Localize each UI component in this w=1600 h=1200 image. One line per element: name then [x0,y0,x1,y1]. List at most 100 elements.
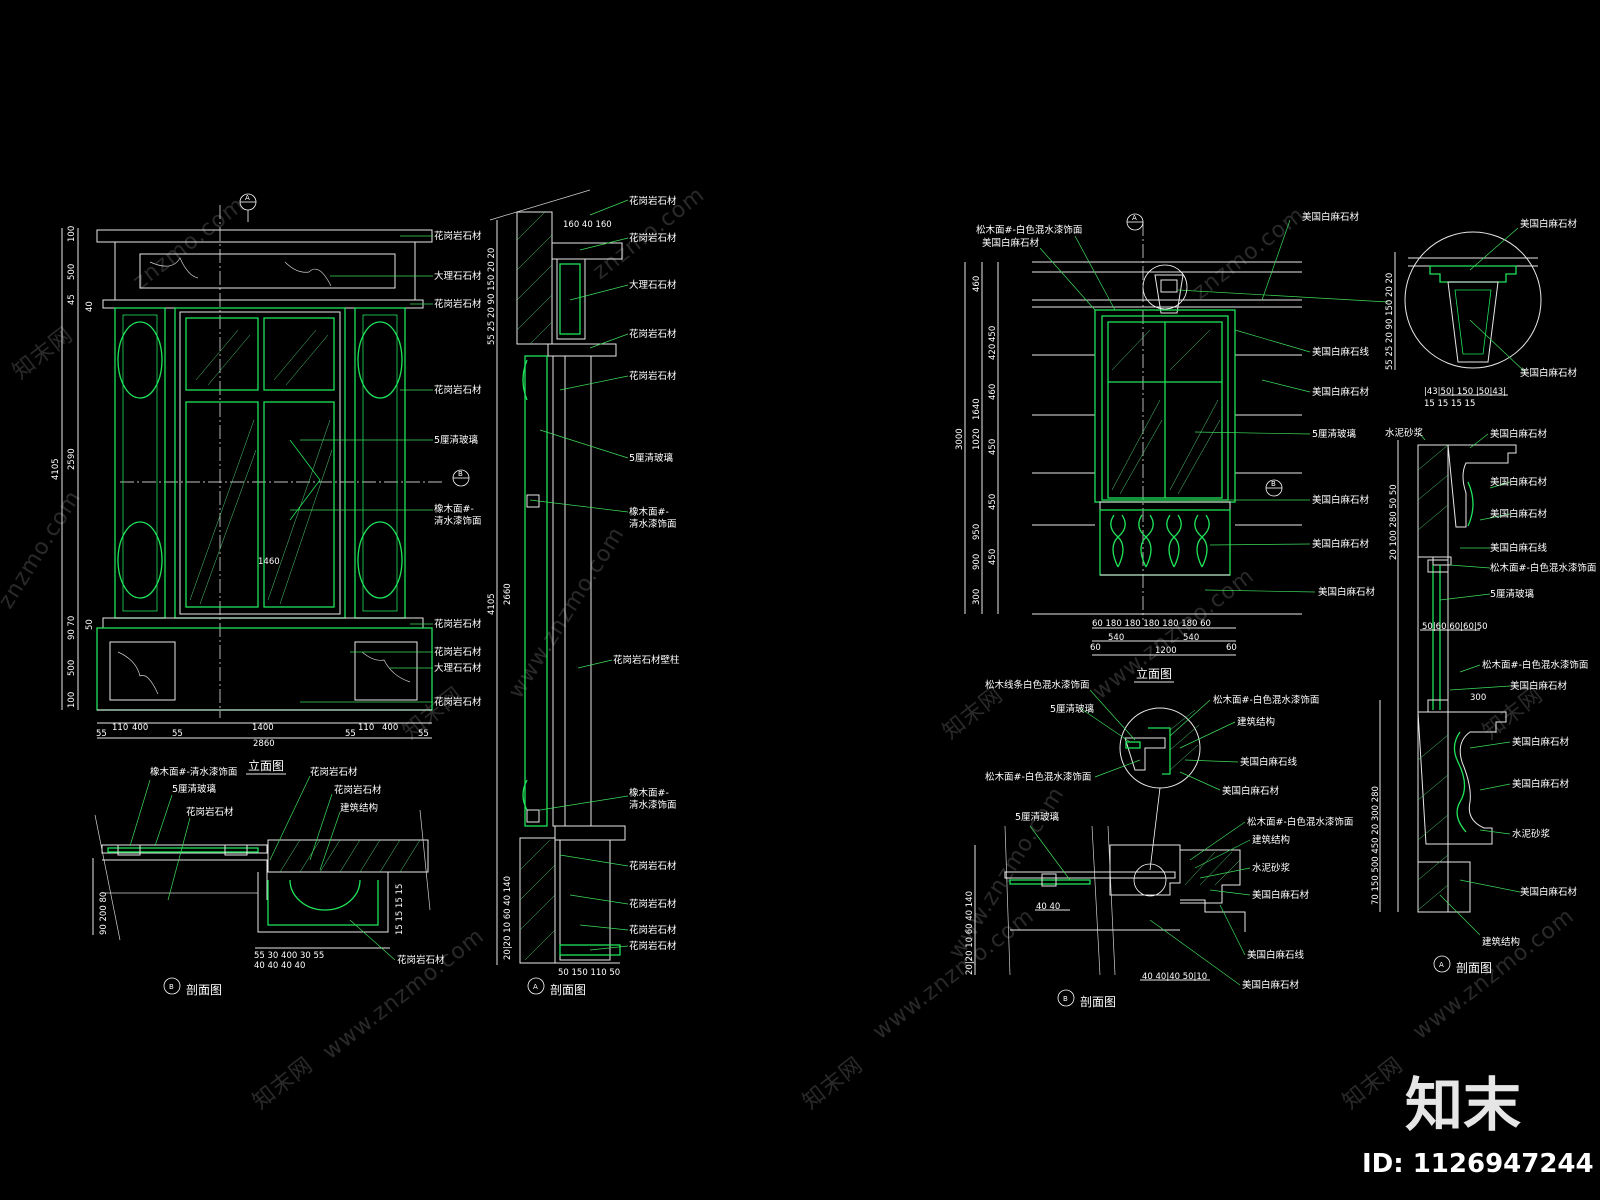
rseca-label-cement-2: 水泥砂浆 [1512,828,1551,840]
watermark-url-1: www.znzmo.com [504,522,630,703]
watermark-cn-5: 知末网 [248,1053,318,1115]
elev-label-granite-2: 花岗岩石材 [434,298,482,310]
asset-id: ID: 1126947244 [1362,1149,1594,1179]
watermark-cn-3: 知末网 [938,683,1008,745]
watermark-domain-4: znzmo.com [0,486,86,613]
seca-label-oak-b: 清水漆饰面 [629,518,677,530]
rsecb-label-cement: 水泥砂浆 [1252,862,1291,874]
relev-dim-950: 950 [972,524,982,540]
seca-label-granite-8: 花岗岩石材 [629,940,677,952]
relev-dim-60a: 60 [1090,643,1101,653]
secb-bubble-b: B [169,983,174,991]
relev-dim-460b: 460 [988,384,998,400]
seca-label-granite-1: 花岗岩石材 [629,195,677,207]
relev-dim-450c: 450 [988,494,998,510]
relev-label-white-2: 美国白麻石材 [1302,211,1360,223]
secb-dim-w2: 40 40 40 40 [254,961,305,971]
seca-label-pilaster: 花岗岩石材壁柱 [613,654,680,666]
elev-label-granite-3: 花岗岩石材 [434,384,482,396]
rsecb-bubble-b: B [1063,995,1068,1003]
watermark-cn-1: 知末网 [8,323,78,385]
rsecb-label-white-3: 美国白麻石材 [1242,979,1300,991]
rsecb-label-glass-2: 5厘清玻璃 [1015,811,1059,823]
dim-h-total: 4105 [51,458,61,480]
relev-label-line-1: 美国白麻石线 [1312,346,1370,358]
detail-top-dims-v: 55 25 20 90 150 20 20 [1385,273,1395,370]
seca-dim-top-v: 55 25 20 90 150 20 20 [487,248,497,345]
seca-label-oak2-a: 橡木面#- [629,787,669,799]
rsecb-title: 剖面图 [1080,995,1116,1009]
dim-w-400a: 400 [132,723,148,733]
rsecb-label-line-2: 美国白麻石线 [1247,949,1305,961]
rsecb-label-white-1: 美国白麻石材 [1222,785,1280,797]
rsecb-label-structure-2: 建筑结构 [1252,834,1290,846]
relev-dim-900: 900 [972,554,982,570]
dim-w-55d: 55 [418,729,429,739]
dim-h-top: 500 [67,264,77,280]
relev-label-white-5: 美国白麻石材 [1312,538,1370,550]
relev-dim-1200: 1200 [1155,646,1177,656]
rseca-label-pine: 松木面#-白色混水漆饰面 [1490,562,1596,574]
rsecb-dims-v: 20|20 10 60 40 140 [965,891,975,975]
dim-h-45: 45 [67,294,77,305]
elev-bubble-a: A [245,194,250,202]
secb-label-granite-4: 花岗岩石材 [397,954,445,966]
right-section-a: 20 100 280 50 50 70 150 500 450 20 300 2… [1371,427,1596,975]
rsecb-dims-4040: 40 40 [1036,902,1060,912]
rseca-label-line-1: 美国白麻石线 [1490,542,1548,554]
watermark-cn-6: 知末网 [798,1053,868,1115]
seca-label-oak2-b: 清水漆饰面 [629,799,677,811]
rsecb-label-pine-3: 松木面#-白色混水漆饰面 [1247,816,1353,828]
watermark-cn-2: 知末网 [398,683,468,745]
dim-h-40: 40 [85,301,95,312]
elev-label-granite-6: 花岗岩石材 [434,696,482,708]
seca-label-granite-2: 花岗岩石材 [629,232,677,244]
relev-bubble-a: A [1132,214,1137,222]
rseca-bubble-a: A [1439,961,1444,969]
elev-label-granite-1: 花岗岩石材 [434,230,482,242]
rseca-label-structure: 建筑结构 [1482,936,1520,948]
secb-label-glass: 5厘清玻璃 [172,783,216,795]
right-elevation-title: 立面图 [1136,666,1172,681]
rseca-dims-300: 300 [1470,693,1486,703]
rsecb-label-structure-1: 建筑结构 [1237,716,1275,728]
seca-title: 剖面图 [550,983,586,997]
seca-label-oak-a: 橡木面#- [629,506,669,518]
rseca-label-white-4: 美国白麻石材 [1510,680,1568,692]
dim-w-1400: 1400 [252,723,274,733]
seca-label-glass: 5厘清玻璃 [629,452,673,464]
dim-h-9070: 90 70 [67,616,77,640]
relev-dim-540a: 540 [1108,633,1124,643]
seca-label-granite-3: 花岗岩石材 [629,328,677,340]
relev-dim-450a: 450 [988,326,998,342]
secb-dim-right: 15 15 15 15 [395,884,405,935]
rseca-label-white-3: 美国白麻石材 [1490,508,1548,520]
dim-h-mid: 2590 [67,448,77,470]
relev-label-white-3: 美国白麻石材 [1312,386,1370,398]
relev-label-white-4: 美国白麻石材 [1312,494,1370,506]
secb-label-granite-2: 花岗岩石材 [310,766,358,778]
rseca-dims-v1: 20 100 280 50 50 [1389,484,1399,560]
elev-label-marble-2: 大理石石材 [434,662,482,674]
dim-w-55b: 55 [172,729,183,739]
relev-dim-420: 420 [988,344,998,360]
seca-dim-top: 160 40 160 [563,220,612,230]
dim-w-1460: 1460 [258,557,280,567]
relev-dim-1640: 1640 [972,398,982,420]
left-section-b: 90 200 80 55 30 400 30 55 40 40 40 40 15… [92,766,445,997]
secb-label-granite-1: 花岗岩石材 [186,806,234,818]
detail-top-dims-h2: 15 15 15 15 [1424,399,1475,409]
rseca-label-white-2: 美国白麻石材 [1490,476,1548,488]
rsecb-label-glass: 5厘清玻璃 [1050,703,1094,715]
relev-dim-300: 300 [972,589,982,605]
relev-bubble-b: B [1271,480,1276,488]
watermark-url-2: www.znzmo.com [868,903,1039,1044]
rseca-label-white-5: 美国白麻石材 [1512,736,1570,748]
right-section-b: 20|20 10 60 40 140 40 40 40 40|40 50|10 … [965,679,1353,1009]
secb-label-oak: 橡木面#-清水漆饰面 [150,766,237,778]
dim-w-110b: 110 [358,723,374,733]
rseca-label-white-6: 美国白麻石材 [1512,778,1570,790]
elev-label-glass: 5厘清玻璃 [434,434,478,446]
secb-title: 剖面图 [186,983,222,997]
